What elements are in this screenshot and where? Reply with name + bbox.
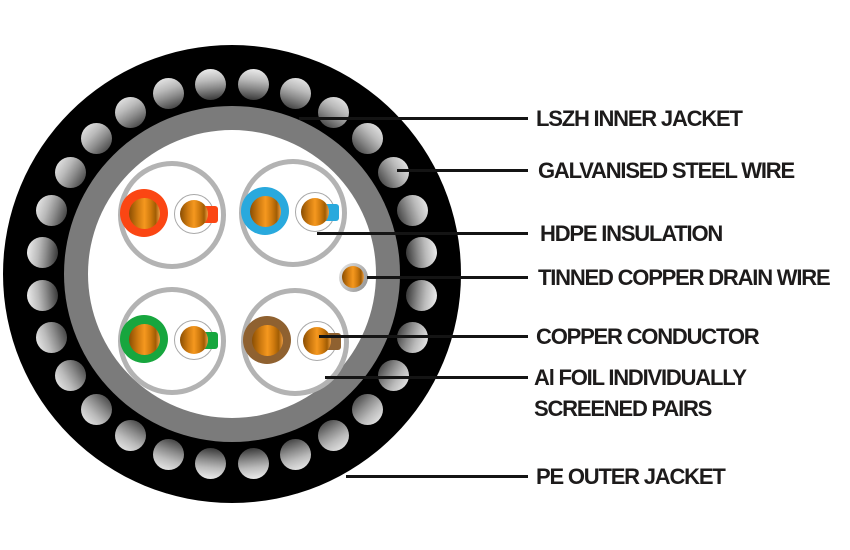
label-tinned-copper-drain-wire: TINNED COPPER DRAIN WIRE bbox=[538, 262, 831, 293]
copper-conductor bbox=[249, 195, 281, 227]
label-al-foil-screened-pairs: Al FOIL INDIVIDUALLY SCREENED PAIRS bbox=[534, 362, 747, 424]
steel-wire bbox=[54, 156, 86, 188]
leader-line bbox=[397, 168, 528, 172]
steel-wire bbox=[114, 420, 146, 452]
steel-wire bbox=[351, 123, 383, 155]
steel-wire bbox=[81, 123, 113, 155]
steel-wire bbox=[26, 279, 58, 311]
steel-wire bbox=[378, 156, 410, 188]
steel-wire bbox=[153, 78, 185, 110]
leader-line bbox=[325, 375, 528, 379]
label-pe-outer-jacket: PE OUTER JACKET bbox=[536, 461, 726, 492]
steel-wire bbox=[26, 237, 58, 269]
steel-wire bbox=[36, 195, 68, 227]
label-text: PE OUTER JACKET bbox=[536, 463, 726, 489]
label-text: COPPER CONDUCTOR bbox=[536, 323, 760, 349]
label-text: HDPE INSULATION bbox=[540, 220, 723, 246]
leader-line bbox=[299, 116, 528, 120]
copper-conductor bbox=[180, 326, 208, 354]
label-copper-conductor: COPPER CONDUCTOR bbox=[536, 321, 760, 352]
copper-conductor bbox=[128, 323, 160, 355]
label-hdpe-insulation: HDPE INSULATION bbox=[540, 218, 723, 249]
steel-wire bbox=[195, 448, 227, 480]
leader-line bbox=[346, 474, 528, 478]
label-text: TINNED COPPER DRAIN WIRE bbox=[538, 264, 831, 290]
copper-conductor bbox=[301, 198, 329, 226]
leader-line bbox=[317, 231, 528, 235]
steel-wire bbox=[318, 420, 350, 452]
steel-wire bbox=[396, 195, 428, 227]
steel-wire bbox=[114, 96, 146, 128]
steel-wire bbox=[81, 393, 113, 425]
copper-core bbox=[342, 266, 364, 288]
steel-wire bbox=[351, 393, 383, 425]
copper-conductor bbox=[251, 324, 283, 356]
copper-conductor bbox=[180, 200, 208, 228]
tinned-copper-drain-wire bbox=[338, 262, 368, 292]
label-lszh-inner-jacket: LSZH INNER JACKET bbox=[536, 103, 743, 134]
label-text: LSZH INNER JACKET bbox=[536, 105, 743, 131]
steel-wire bbox=[279, 438, 311, 470]
label-text: SCREENED PAIRS bbox=[534, 395, 712, 421]
copper-conductor bbox=[303, 327, 331, 355]
leader-line bbox=[367, 275, 528, 279]
steel-wire bbox=[406, 237, 438, 269]
leader-line bbox=[319, 334, 528, 338]
steel-wire bbox=[237, 448, 269, 480]
steel-wire bbox=[279, 78, 311, 110]
label-galvanised-steel-wire: GALVANISED STEEL WIRE bbox=[538, 155, 795, 186]
steel-wire bbox=[195, 68, 227, 100]
label-text: Al FOIL INDIVIDUALLY bbox=[534, 364, 747, 390]
steel-wire bbox=[54, 360, 86, 392]
label-text: GALVANISED STEEL WIRE bbox=[538, 157, 795, 183]
steel-wire bbox=[318, 96, 350, 128]
steel-wire bbox=[406, 279, 438, 311]
steel-wire bbox=[153, 438, 185, 470]
steel-wire bbox=[36, 321, 68, 353]
steel-wire bbox=[237, 68, 269, 100]
copper-conductor bbox=[128, 197, 160, 229]
